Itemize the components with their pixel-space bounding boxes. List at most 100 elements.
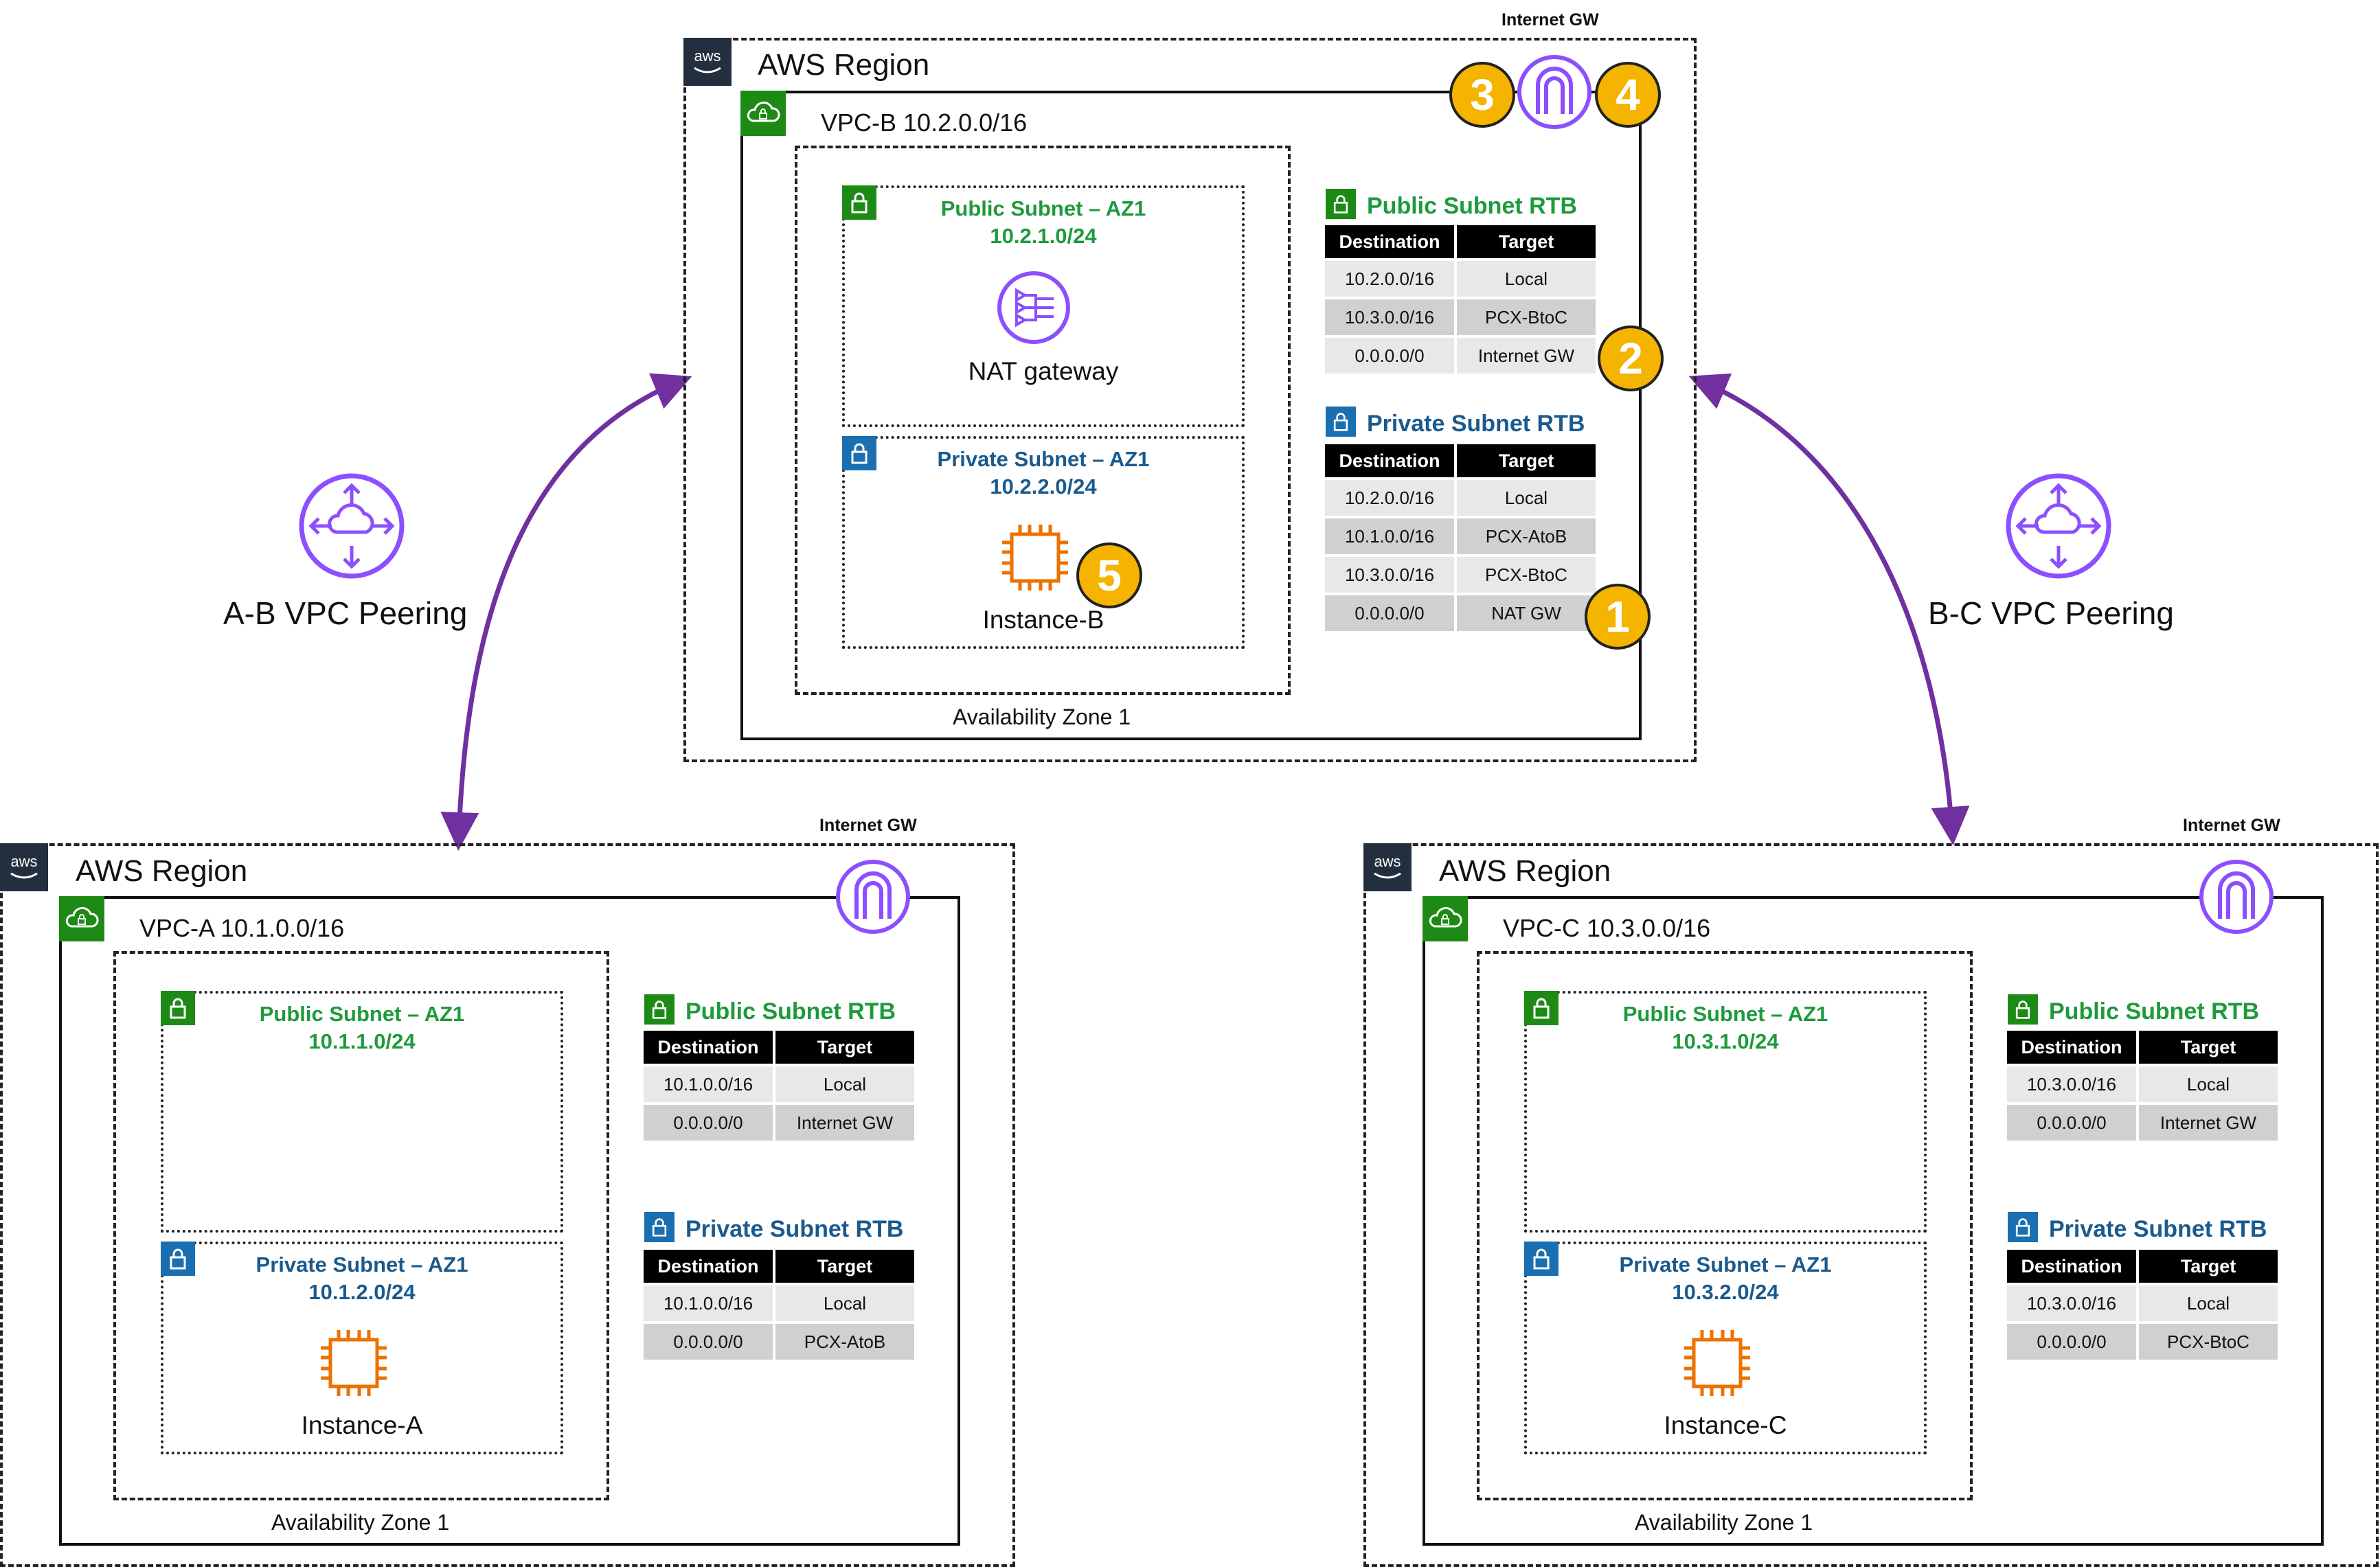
rtb-destination: 10.2.0.0/16 — [1325, 261, 1454, 297]
aws-logo-icon: aws — [1363, 843, 1412, 891]
region-title: AWS Region — [758, 48, 930, 82]
subnet-cidr: 10.2.2.0/24 — [990, 474, 1097, 499]
az-label: Availability Zone 1 — [271, 1510, 450, 1535]
rtb-destination: 10.1.0.0/16 — [644, 1285, 773, 1321]
rtb-destination: 10.3.0.0/16 — [2007, 1066, 2136, 1102]
rtb-title: Public Subnet RTB — [1367, 193, 1577, 219]
rtb-target: Internet GW — [775, 1105, 914, 1141]
private-subnet — [842, 436, 1245, 649]
col-header: Target — [775, 1250, 914, 1283]
subnet-cidr: 10.3.2.0/24 — [1672, 1280, 1779, 1305]
rtb-lock-icon — [644, 994, 675, 1025]
rtb-destination: 0.0.0.0/0 — [644, 1324, 773, 1360]
subnet-lock-icon — [161, 1242, 195, 1276]
internet-gateway-icon — [836, 860, 910, 934]
vpc-b-box — [740, 91, 1642, 740]
rtb-destination: 10.3.0.0/16 — [2007, 1285, 2136, 1321]
private-subnet — [161, 1242, 563, 1454]
rtb-destination: 0.0.0.0/0 — [1325, 338, 1454, 374]
col-header: Destination — [2007, 1250, 2136, 1283]
region-b — [683, 38, 1697, 762]
col-header: Destination — [644, 1031, 773, 1064]
step-badge-2: 2 — [1598, 325, 1664, 391]
rtb-target: PCX-BtoC — [1457, 299, 1596, 335]
rtb-target: PCX-AtoB — [1457, 518, 1596, 554]
peering-icon-ab — [299, 473, 405, 579]
col-header: Destination — [2007, 1031, 2136, 1064]
rtb-destination: 0.0.0.0/0 — [1325, 595, 1454, 631]
az-label: Availability Zone 1 — [953, 705, 1131, 729]
step-badge-3: 3 — [1449, 62, 1515, 128]
peering-arrow-ab — [440, 373, 692, 851]
instance-label: Instance-A — [301, 1411, 423, 1439]
rtb-target: Local — [2139, 1285, 2278, 1321]
ec2-instance-icon — [1684, 1330, 1750, 1396]
ec2-instance-icon — [1002, 525, 1068, 591]
rtb-lock-icon — [1326, 407, 1356, 437]
vpc-c-box — [1423, 896, 2324, 1546]
ec2-instance-icon — [321, 1330, 387, 1396]
svg-text:aws: aws — [694, 47, 721, 65]
rtb-target: Internet GW — [2139, 1105, 2278, 1141]
subnet-name: Public Subnet – AZ1 — [259, 1002, 465, 1026]
svg-text:aws: aws — [10, 853, 37, 870]
rtb-target: PCX-BtoC — [1457, 557, 1596, 593]
subnet-name: Public Subnet – AZ1 — [1622, 1002, 1828, 1026]
region-c — [1363, 843, 2379, 1567]
vpc-cloud-icon — [1423, 896, 1468, 941]
vpc-cloud-icon — [59, 896, 104, 941]
rtb-destination: 10.1.0.0/16 — [1325, 518, 1454, 554]
peering-label-ab: A-B VPC Peering — [223, 595, 468, 631]
col-header: Target — [775, 1031, 914, 1064]
step-badge-4: 4 — [1595, 62, 1661, 128]
svg-text:aws: aws — [1374, 853, 1401, 870]
rtb-target: PCX-BtoC — [2139, 1324, 2278, 1360]
col-header: Target — [2139, 1250, 2278, 1283]
az-label: Availability Zone 1 — [1635, 1510, 1813, 1535]
rtb-title: Private Subnet RTB — [2049, 1216, 2267, 1242]
nat-gateway-label: NAT gateway — [968, 357, 1119, 385]
region-title: AWS Region — [76, 854, 248, 888]
vpc-cloud-icon — [740, 91, 786, 136]
subnet-lock-icon — [842, 185, 876, 220]
rtb-title: Private Subnet RTB — [1367, 411, 1585, 437]
vpc-title: VPC-C 10.3.0.0/16 — [1503, 914, 1711, 942]
igw-label: Internet GW — [1501, 10, 1599, 30]
rtb-destination: 10.3.0.0/16 — [1325, 557, 1454, 593]
aws-logo-icon: aws — [683, 38, 732, 86]
rtb-destination: 10.1.0.0/16 — [644, 1066, 773, 1102]
step-badge-5: 5 — [1076, 542, 1142, 608]
public-subnet — [161, 991, 563, 1233]
rtb-destination: 0.0.0.0/0 — [644, 1105, 773, 1141]
az-box — [1477, 951, 1973, 1500]
peering-icon-bc — [2006, 473, 2111, 579]
rtb-lock-icon — [1326, 189, 1356, 219]
rtb-lock-icon — [2008, 1212, 2038, 1242]
rtb-target: Local — [1457, 480, 1596, 516]
rtb-lock-icon — [644, 1212, 675, 1242]
subnet-lock-icon — [1524, 1242, 1559, 1276]
col-header: Destination — [1325, 444, 1454, 477]
rtb-destination: 10.2.0.0/16 — [1325, 480, 1454, 516]
vpc-title: VPC-A 10.1.0.0/16 — [139, 914, 345, 942]
internet-gateway-icon — [2199, 860, 2274, 934]
instance-label: Instance-B — [982, 606, 1104, 634]
subnet-cidr: 10.2.1.0/24 — [990, 224, 1097, 249]
aws-logo-icon: aws — [0, 843, 48, 891]
rtb-lock-icon — [2008, 994, 2038, 1025]
subnet-lock-icon — [842, 436, 876, 470]
az-box — [795, 146, 1291, 695]
rtb-target: PCX-AtoB — [775, 1324, 914, 1360]
